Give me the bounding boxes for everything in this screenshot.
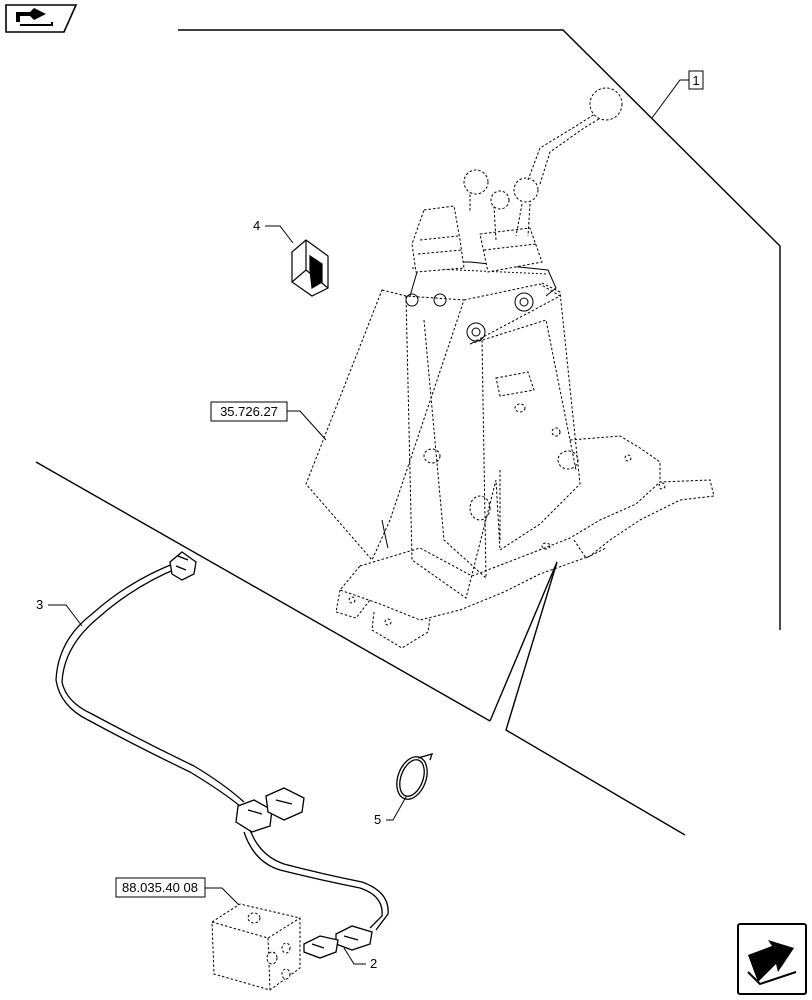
callout-1-label: 1 — [692, 73, 699, 88]
rocker-switch-part[interactable] — [291, 239, 329, 297]
joystick-levers — [411, 87, 623, 273]
book-navigation-icon[interactable] — [5, 4, 78, 33]
callout-1: 1 — [651, 70, 704, 119]
wire-harness-part[interactable] — [55, 551, 389, 959]
callout-35-726-27[interactable]: 35.726.27 — [210, 401, 327, 441]
control-pedestal-assembly — [305, 281, 715, 649]
callout-5: 5 — [374, 796, 407, 827]
item-4-label: 4 — [253, 218, 260, 233]
reference-88-035-40-08: 88.035.40 08 — [122, 880, 198, 895]
callout-88-035-40-08[interactable]: 88.035.40 08 — [115, 877, 241, 907]
explode-frame-lines — [35, 29, 781, 836]
reference-35-726-27: 35.726.27 — [220, 404, 278, 419]
callout-3: 3 — [36, 597, 83, 627]
next-page-arrow-icon[interactable] — [737, 923, 807, 995]
item-3-label: 3 — [36, 597, 43, 612]
item-5-label: 5 — [374, 812, 381, 827]
callout-4: 4 — [253, 218, 294, 244]
valve-block — [211, 903, 301, 991]
callout-2: 2 — [343, 947, 377, 971]
item-2-label: 2 — [370, 956, 377, 971]
cable-tie-part[interactable] — [391, 753, 434, 804]
